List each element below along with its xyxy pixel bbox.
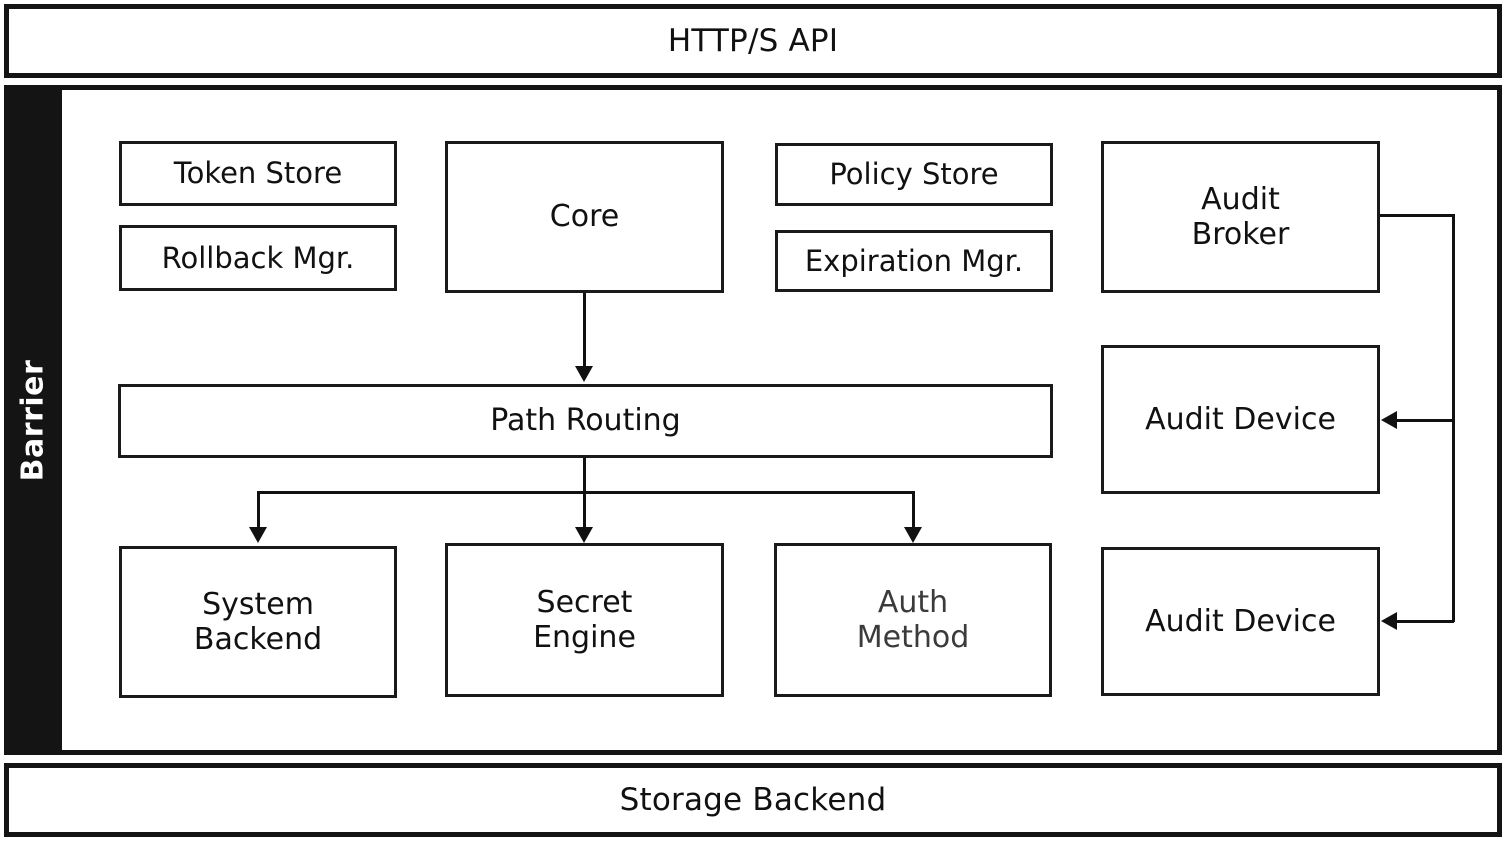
connector-to-system-backend-arrow [249, 527, 267, 543]
box-token-store[interactable]: Token Store [119, 141, 397, 206]
http-api-band: HTTP/S API [4, 4, 1502, 78]
connector-to-audit-device-1-line [1396, 419, 1454, 422]
box-secret-engine[interactable]: Secret Engine [445, 543, 724, 697]
box-path-routing[interactable]: Path Routing [118, 384, 1053, 458]
connector-to-secret-engine-line [583, 491, 586, 529]
box-system-backend[interactable]: System Backend [119, 546, 397, 698]
connector-path-routing-bus [257, 491, 915, 494]
storage-backend-band: Storage Backend [4, 763, 1502, 837]
barrier-label: Barrier [15, 359, 51, 481]
box-policy-store[interactable]: Policy Store [775, 143, 1053, 206]
barrier-bar: Barrier [4, 85, 62, 755]
box-expiration-mgr[interactable]: Expiration Mgr. [775, 230, 1053, 292]
box-core[interactable]: Core [445, 141, 724, 293]
box-audit-device-1[interactable]: Audit Device [1101, 345, 1380, 494]
connector-audit-broker-exit [1380, 214, 1455, 217]
connector-core-to-path-routing-line [583, 293, 586, 368]
connector-audit-bus [1452, 214, 1455, 622]
box-audit-device-2[interactable]: Audit Device [1101, 547, 1380, 696]
connector-to-system-backend-line [257, 491, 260, 529]
connector-to-audit-device-2-line [1396, 620, 1454, 623]
box-auth-method[interactable]: Auth Method [774, 543, 1052, 697]
connector-to-auth-method-arrow [904, 527, 922, 543]
connector-to-auth-method-line [912, 491, 915, 529]
connector-path-routing-stem [583, 458, 586, 494]
connector-to-audit-device-1-arrow [1381, 411, 1397, 429]
connector-to-secret-engine-arrow [575, 527, 593, 543]
box-rollback-mgr[interactable]: Rollback Mgr. [119, 225, 397, 291]
connector-core-to-path-routing-arrow [575, 366, 593, 382]
box-audit-broker[interactable]: Audit Broker [1101, 141, 1380, 293]
connector-to-audit-device-2-arrow [1381, 612, 1397, 630]
